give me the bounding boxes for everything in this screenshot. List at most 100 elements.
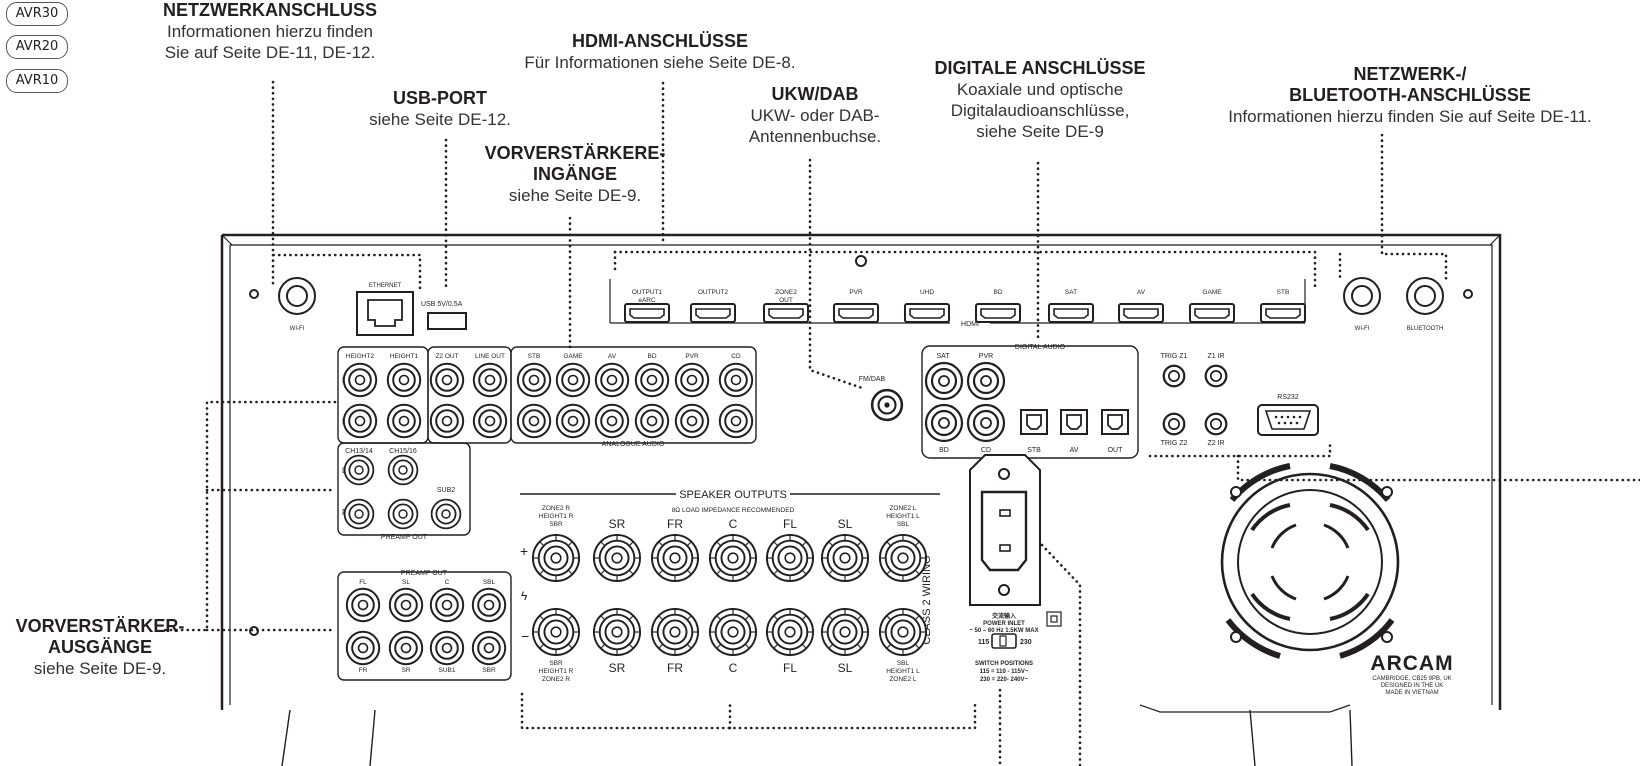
optical-jack	[1021, 410, 1047, 434]
switch-230-value: 230 = 220- 240V~	[980, 677, 1029, 683]
sub2-label: SUB2	[437, 487, 455, 494]
minus-marker: −	[521, 628, 529, 644]
hdmi-port-label: BD	[993, 289, 1002, 296]
rs232-label: RS232	[1277, 394, 1299, 401]
trigger-jack	[1164, 366, 1185, 387]
speaker-label: FR	[667, 661, 683, 675]
brand-line: MADE IN VIETNAM	[1385, 690, 1438, 696]
bluetooth-antenna: BLUETOOTH	[1407, 278, 1444, 332]
optical-jack	[1061, 410, 1087, 434]
rca-jack	[389, 500, 418, 529]
preamp-port-label: SL	[402, 579, 410, 586]
speaker-outputs-label: SPEAKER OUTPUTS	[679, 489, 787, 501]
cooling-fan	[1222, 466, 1398, 656]
speaker-post	[822, 609, 868, 655]
wifi-label: WI-FI	[1355, 326, 1370, 332]
switch-115-label: 115	[978, 639, 989, 646]
analog-port-label: HEIGHT1	[390, 353, 419, 360]
hdmi-port	[691, 304, 735, 322]
speaker-outputs-block: SPEAKER OUTPUTS 8Ω LOAD IMPEDANCE RECOMM…	[520, 489, 940, 683]
rca-jack	[636, 405, 668, 437]
speaker-label: FL	[783, 661, 797, 675]
hdmi-port	[905, 304, 949, 322]
speaker-post	[652, 609, 698, 655]
speaker-label: ZONE2 L	[889, 676, 916, 683]
rca-jack	[557, 405, 589, 437]
coax-jack	[968, 405, 1004, 441]
brand-line: CAMBRIDGE, CB25 9PB, UK	[1372, 676, 1451, 682]
speaker-post	[710, 535, 756, 581]
hdmi-port	[834, 304, 878, 322]
digital-port-label: PVR	[979, 353, 993, 360]
rca-jack	[474, 405, 506, 437]
ethernet-label: ETHERNET	[369, 283, 402, 289]
hdmi-group: HDMI OUTPUT1eARCOUTPUT2ZONE2OUTPVRUHDBDS…	[610, 279, 1305, 328]
brand-logo: ARCAM	[1370, 652, 1453, 675]
rs232-port: RS232	[1258, 394, 1318, 435]
ch13-label: CH13/14	[345, 448, 373, 455]
speaker-label: C	[729, 517, 738, 531]
speaker-label: SL	[838, 661, 853, 675]
rca-jack	[557, 364, 589, 396]
digital-port-label: OUT	[1108, 447, 1124, 454]
hdmi-port-label: OUTPUT1	[632, 289, 663, 296]
preamp-port-label: C	[445, 579, 450, 586]
analog-port-label: PVR	[685, 353, 699, 360]
z1-ir-label: Z1 IR	[1207, 353, 1224, 360]
speaker-label: ZONE2 R	[542, 505, 570, 512]
hdmi-port-label: ZONE2	[775, 289, 797, 296]
usb-label: USB 5V/0.5A	[421, 301, 463, 308]
hdmi-port-label: OUTPUT2	[698, 289, 729, 296]
hdmi-port-label: GAME	[1202, 289, 1222, 296]
coax-jack	[968, 363, 1004, 399]
speaker-post	[594, 535, 640, 581]
rca-jack	[389, 456, 418, 485]
speaker-post	[880, 535, 926, 581]
hdmi-port-label: AV	[1137, 289, 1146, 296]
hdmi-port-label: UHD	[920, 289, 934, 296]
speaker-label: SR	[609, 661, 626, 675]
rca-jack	[473, 632, 505, 664]
coax-jack	[926, 405, 962, 441]
hdmi-port-label: eARC	[638, 297, 656, 304]
hdmi-port	[1119, 304, 1163, 322]
analog-port-label: STB	[528, 353, 541, 360]
speaker-post	[822, 535, 868, 581]
rca-jack	[347, 589, 379, 621]
hdmi-port	[625, 304, 669, 322]
power-cn-label: 交流输入	[992, 612, 1016, 620]
preamp-port-label: SR	[401, 667, 410, 674]
trig-z2-label: TRIG Z2	[1161, 440, 1188, 447]
preamp-port-label: FR	[359, 667, 368, 674]
hdmi-port-label: STB	[1277, 289, 1290, 296]
preamp-out-block: PREAMP OUT FLFRSLSRCSUB1SBLSBR	[338, 570, 511, 680]
analogue-audio-block: ANALOGUE AUDIO L R HEIGHT2HEIGHT1Z2 OUTL…	[338, 347, 756, 448]
rca-jack	[596, 405, 628, 437]
speaker-label: SBR	[549, 660, 563, 667]
rca-jack	[344, 364, 376, 396]
bluetooth-label: BLUETOOTH	[1407, 326, 1444, 332]
rca-jack	[390, 632, 422, 664]
analog-port-label: GAME	[563, 353, 583, 360]
speaker-label: SBR	[549, 521, 563, 528]
hdmi-port	[976, 304, 1020, 322]
speaker-post	[767, 535, 813, 581]
ch15-label: CH15/16	[389, 448, 417, 455]
ir-jack	[1206, 414, 1227, 435]
fm-dab-label: FM/DAB	[859, 376, 886, 383]
speaker-label: SBL	[897, 521, 910, 528]
brand-line: DESIGNED IN THE UK	[1381, 683, 1444, 689]
speaker-post	[533, 535, 579, 581]
switch-positions-label: SWITCH POSITIONS	[975, 661, 1033, 667]
rca-jack	[388, 405, 420, 437]
speaker-post	[710, 609, 756, 655]
preamp-port-label: SBR	[482, 667, 496, 674]
power-inlet-label: POWER INLET	[983, 621, 1025, 627]
hdmi-port	[1049, 304, 1093, 322]
speaker-post	[652, 535, 698, 581]
fm-dab-input: FM/DAB	[859, 376, 902, 420]
rca-jack	[347, 632, 379, 664]
rca-jack	[390, 589, 422, 621]
wifi-label: WI-FI	[290, 326, 305, 332]
